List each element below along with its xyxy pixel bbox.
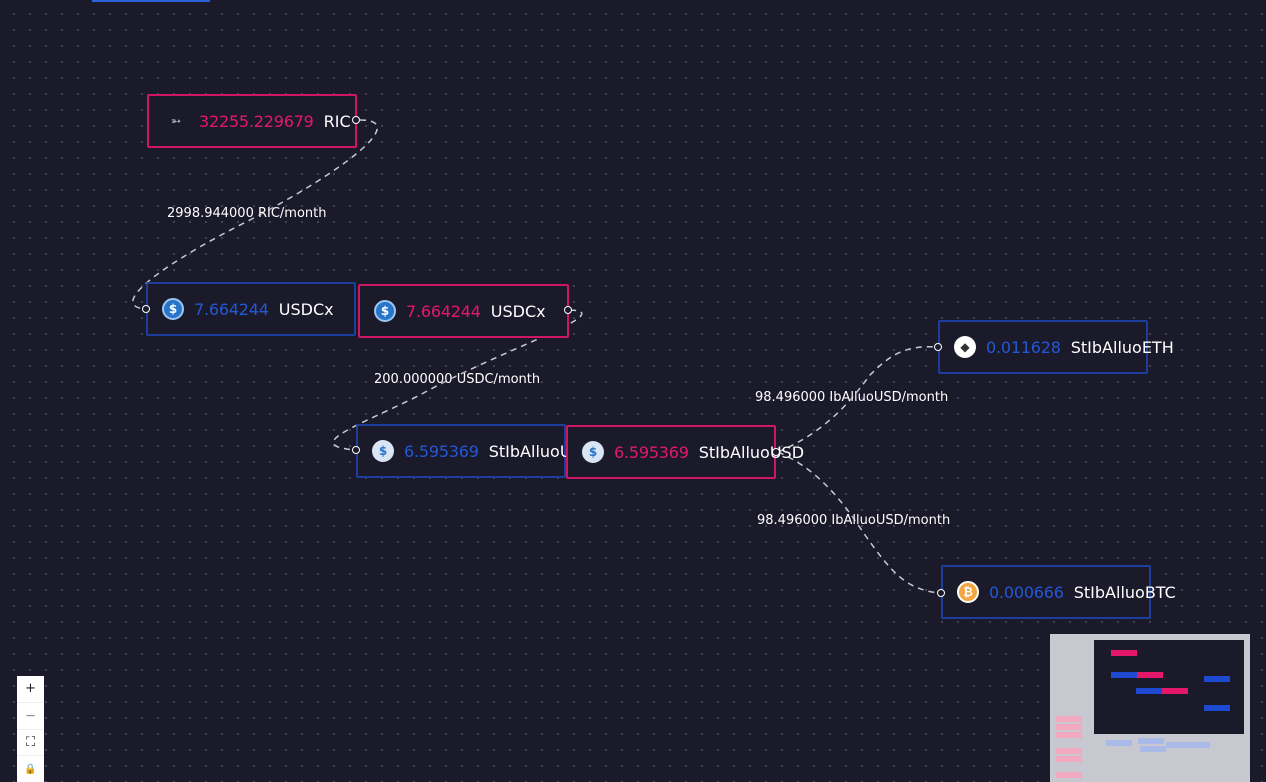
node-amount: 7.664244	[406, 301, 481, 321]
node-token: RIC	[323, 111, 351, 131]
target-handle[interactable]	[937, 589, 945, 597]
node-amount: 7.664244	[194, 299, 269, 319]
minimap-node	[1162, 688, 1188, 694]
zoom-out-button[interactable]: —	[17, 703, 44, 730]
minimap-node	[1138, 738, 1164, 744]
minimap-node	[1056, 724, 1082, 730]
minimap-node	[1137, 672, 1163, 678]
minimap-node	[1140, 746, 1166, 752]
node-token: StIbAlluoUSD	[698, 442, 805, 462]
minimap-node	[1056, 716, 1082, 722]
minimap-node	[1111, 672, 1137, 678]
minimap-node	[1204, 705, 1230, 711]
minimap-node	[1136, 688, 1162, 694]
node-token: USDCx	[278, 299, 334, 319]
edge-label-stibusd-eth: 98.496000 IbAlluoUSD/month	[755, 390, 949, 405]
minimap-node	[1111, 650, 1137, 656]
node-amount: 6.595369	[614, 442, 689, 462]
target-handle[interactable]	[352, 446, 360, 454]
node-token: USDCx	[490, 301, 546, 321]
minimap-node	[1056, 756, 1082, 762]
minimap-node	[1056, 772, 1082, 778]
minimap-node	[1056, 732, 1082, 738]
edge-ric-to-usdcx	[132, 119, 379, 310]
usdc-icon: $	[162, 298, 184, 320]
ric-rocket-icon: ➳	[170, 114, 182, 128]
node-token: StIbAlluoBTC	[1073, 582, 1176, 602]
edge-stibusd-to-btc	[777, 451, 941, 594]
node-usdcx-sender[interactable]: $ 7.664244 USDCx	[358, 284, 569, 338]
lock-button[interactable]: 🔒	[24, 763, 37, 775]
edge-label-usdcx-stibusd: 200.000000 USDC/month	[374, 372, 541, 387]
node-stibusd-receiver[interactable]: $ 6.595369 StIbAlluoUSD	[356, 424, 594, 478]
node-stibeth-receiver[interactable]: ◆ 0.011628 StIbAlluoETH	[938, 320, 1174, 374]
target-handle[interactable]	[934, 343, 942, 351]
fit-view-button[interactable]: ⛶	[17, 730, 44, 757]
node-stibusd-sender[interactable]: $ 6.595369 StIbAlluoUSD	[566, 425, 804, 479]
eth-icon: ◆	[954, 336, 976, 358]
source-handle[interactable]	[564, 306, 572, 314]
minimap-node	[1166, 742, 1210, 748]
node-ric-sender[interactable]: ➳ 32255.229679 RIC	[147, 94, 357, 148]
minimap-node	[1106, 740, 1132, 746]
minimap-node	[1056, 748, 1082, 754]
source-handle[interactable]	[352, 116, 360, 124]
node-amount: 32255.229679	[199, 111, 314, 131]
node-token: StIbAlluoETH	[1070, 337, 1174, 357]
minimap-viewport	[1094, 640, 1244, 734]
stib-usd-icon: $	[582, 441, 604, 463]
zoom-in-button[interactable]: +	[17, 676, 44, 703]
target-handle[interactable]	[142, 305, 150, 313]
btc-icon: ₿	[957, 581, 979, 603]
edge-stibusd-to-eth	[777, 346, 938, 453]
stib-usd-icon: $	[372, 440, 394, 462]
node-amount: 0.000666	[989, 582, 1064, 602]
node-amount: 0.011628	[986, 337, 1061, 357]
edge-label-stibusd-btc: 98.496000 IbAlluoUSD/month	[757, 513, 951, 528]
active-tab-indicator	[92, 0, 210, 2]
node-amount: 6.595369	[404, 441, 479, 461]
usdc-icon: $	[374, 300, 396, 322]
node-stibbtc-receiver[interactable]: ₿ 0.000666 StIbAlluoBTC	[941, 565, 1176, 619]
node-usdcx-receiver[interactable]: $ 7.664244 USDCx	[146, 282, 356, 336]
edge-label-ric-usdcx: 2998.944000 RIC/month	[167, 206, 327, 221]
flow-controls: + — ⛶ 🔒	[17, 676, 44, 782]
edge-usdcx-to-stibusd	[332, 309, 583, 451]
minimap[interactable]	[1050, 634, 1250, 782]
minimap-node	[1204, 676, 1230, 682]
source-handle[interactable]	[772, 448, 780, 456]
